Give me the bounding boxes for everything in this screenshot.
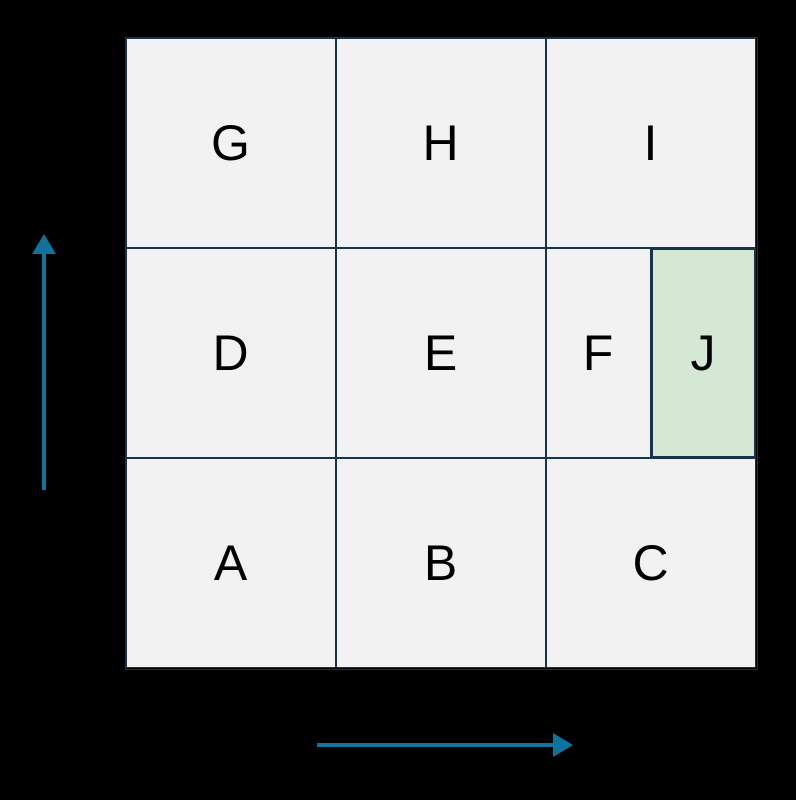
cell-J-highlighted: J: [650, 247, 756, 458]
cell-A-label: A: [213, 534, 248, 591]
cell-C: C: [545, 457, 756, 668]
cell-D: D: [125, 247, 336, 458]
cell-A: A: [125, 457, 336, 668]
cell-F-label: F: [582, 324, 614, 381]
cell-F: F: [545, 247, 651, 458]
cell-I-label: I: [643, 114, 658, 171]
grid: G H I D E F J A B C: [124, 36, 758, 670]
cell-B-label: B: [423, 534, 458, 591]
cell-G: G: [125, 37, 336, 248]
cell-E-label: E: [423, 324, 458, 381]
cell-J-label: J: [690, 324, 716, 381]
cell-H-label: H: [422, 114, 459, 171]
cell-C-label: C: [632, 534, 669, 591]
cell-D-label: D: [212, 324, 249, 381]
cell-G-label: G: [211, 114, 250, 171]
cell-I: I: [545, 37, 756, 248]
cell-E: E: [335, 247, 546, 458]
arrow-right-icon: [553, 733, 573, 757]
cell-H: H: [335, 37, 546, 248]
horizontal-axis-arrow-line: [317, 743, 555, 747]
vertical-axis-arrow-line: [42, 252, 46, 490]
arrow-up-icon: [32, 234, 56, 254]
cell-B: B: [335, 457, 546, 668]
